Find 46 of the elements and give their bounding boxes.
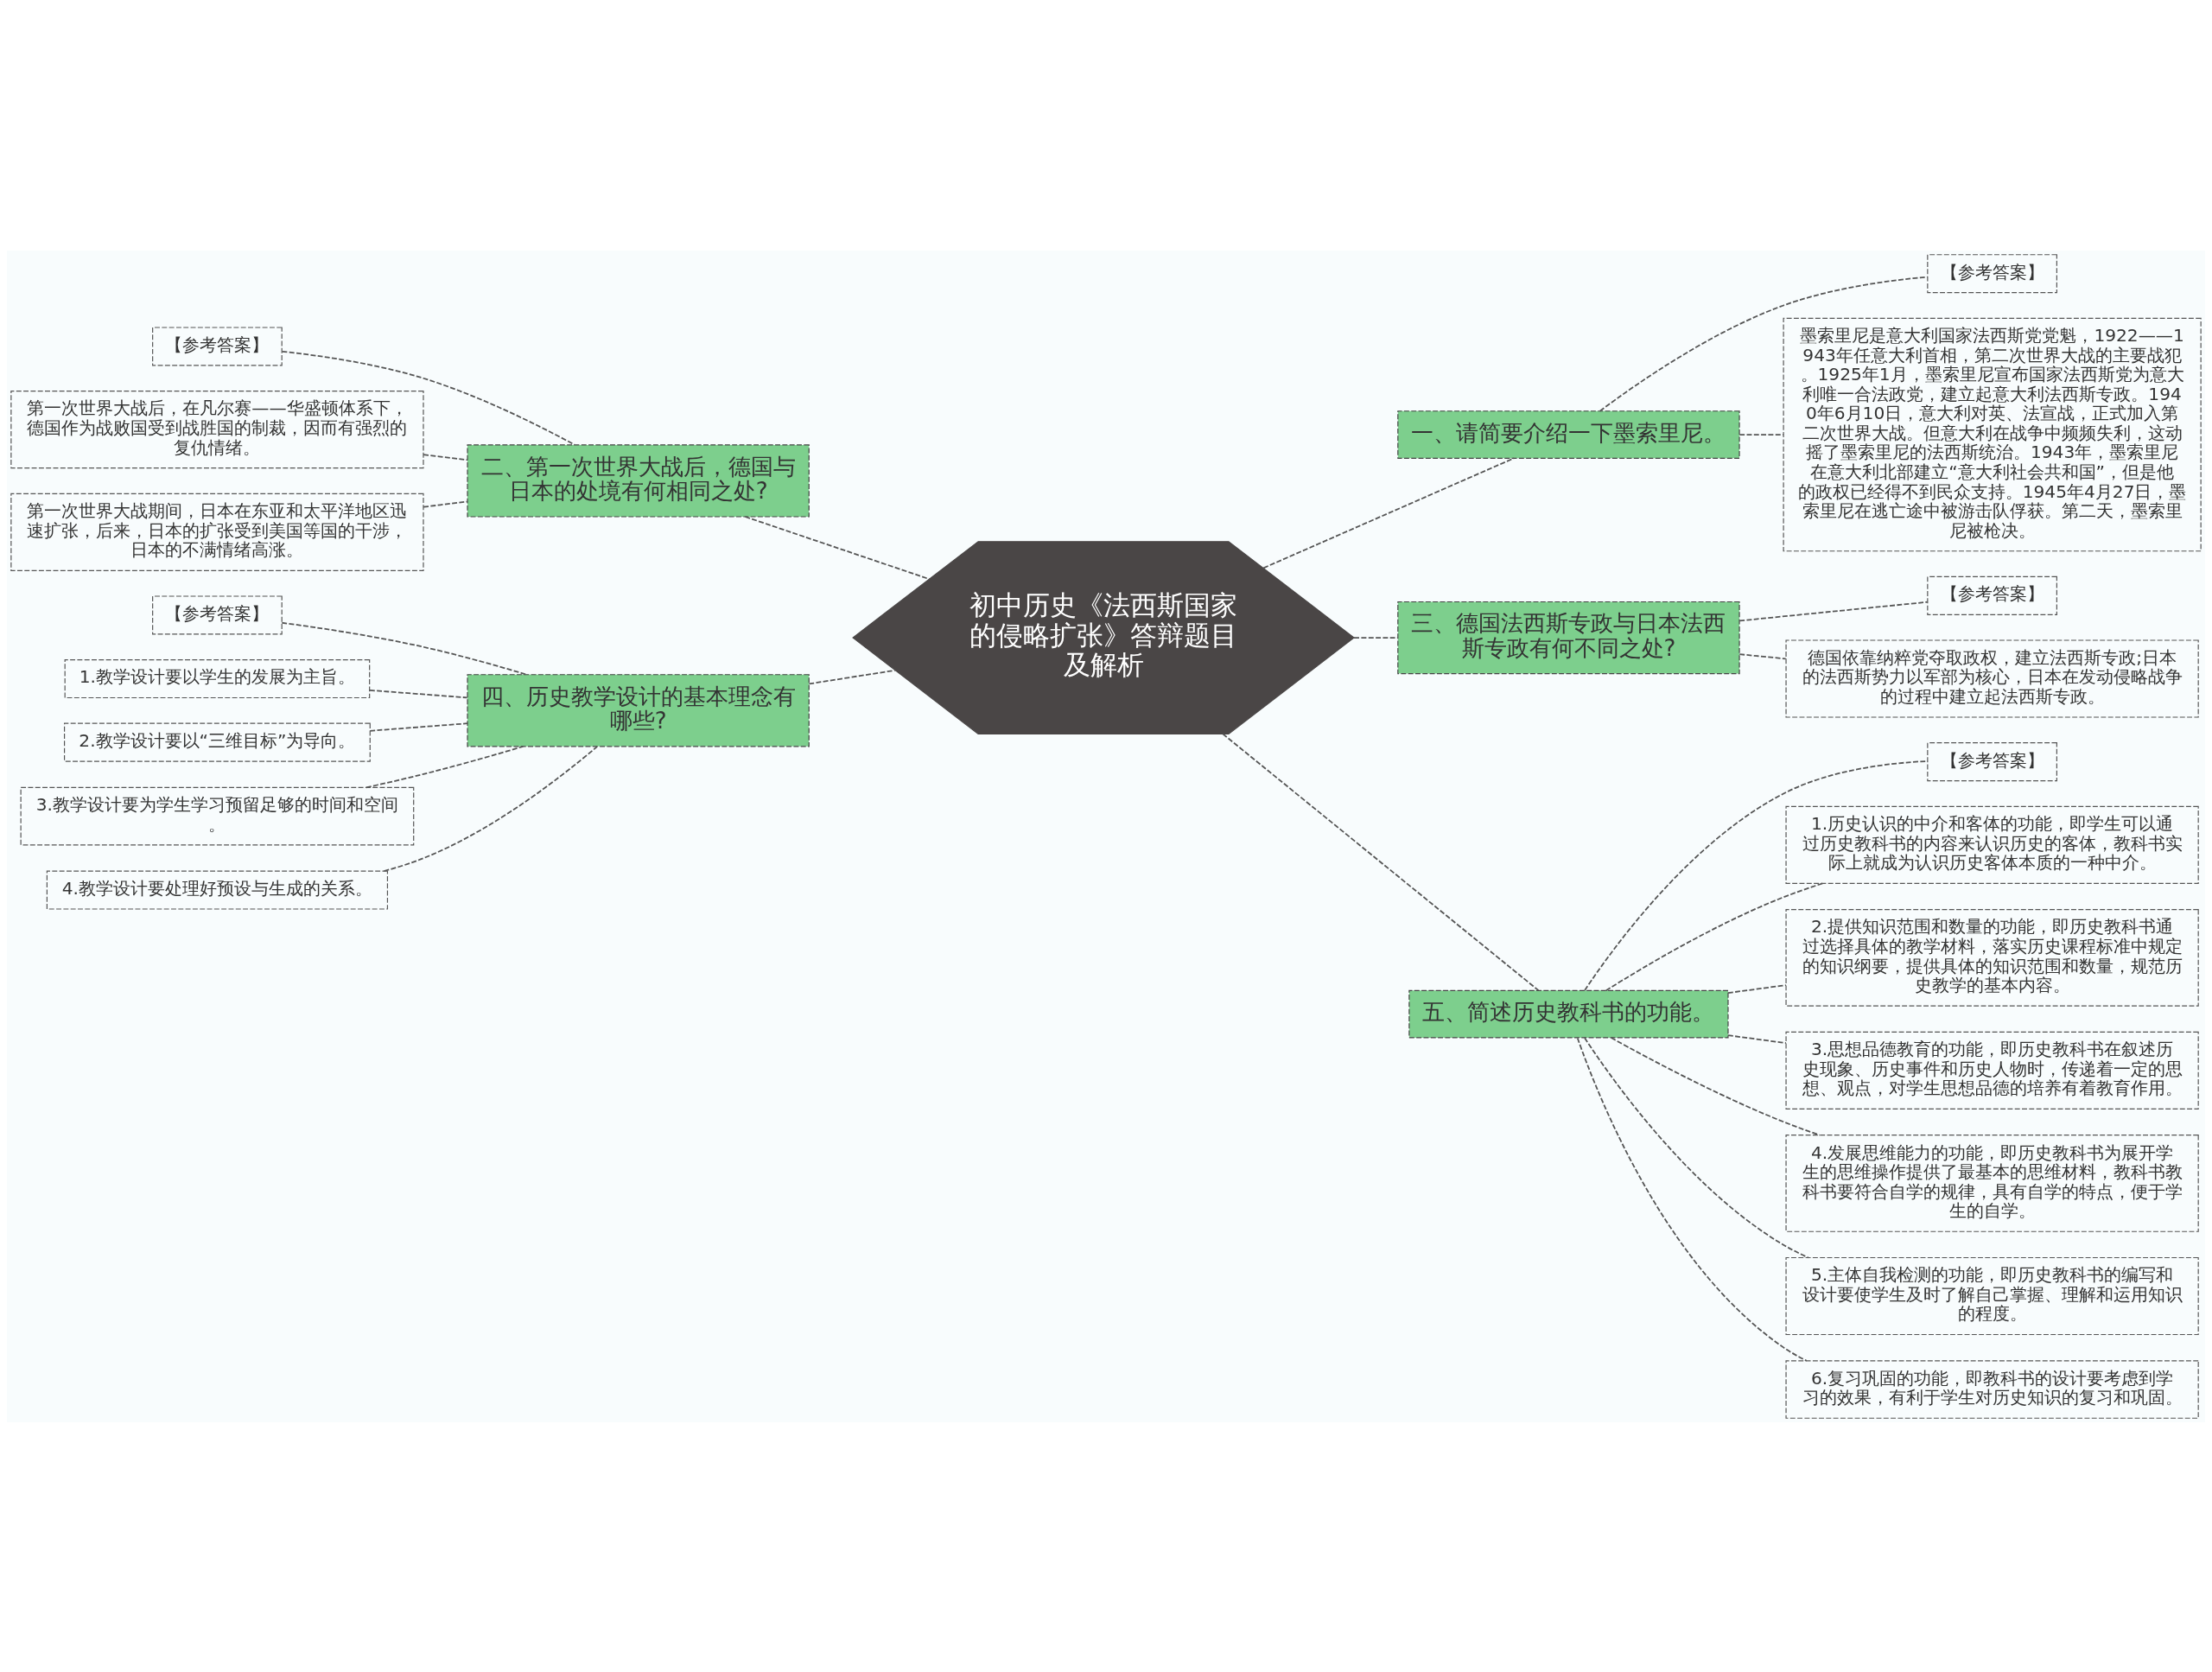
connector <box>423 500 468 508</box>
node-box: 3.教学设计要为学生学习预留足够的时间和空间。 <box>20 786 415 845</box>
connector <box>1584 1036 1809 1258</box>
node-box: 三、德国法西斯专政与日本法西斯专政有何不同之处? <box>1397 601 1740 674</box>
node-box: 第一次世界大战期间，日本在东亚和太平洋地区迅速扩张，后来，日本的扩张受到美国等国的干涉，日本的不满情绪高涨。 <box>10 493 424 571</box>
node-box: 一、请简要介绍一下墨索里尼。 <box>1397 410 1740 459</box>
connector <box>808 669 896 684</box>
connector <box>1727 1033 1787 1044</box>
node-box: 【参考答案】 <box>152 326 283 366</box>
connector <box>1576 1037 1808 1362</box>
node-box: 2.教学设计要以“三维目标”为导向。 <box>64 722 371 762</box>
connector <box>423 453 468 461</box>
node-box: 二、第一次世界大战后，德国与日本的处境有何相同之处? <box>467 443 810 518</box>
node-box: 2.提供知识范围和数量的功能，即历史教科书通过选择具体的教学材料，落实历史课程标准中规定的知识纲要，提供具体的知识范围和数量，规范历史教学的基本内容。 <box>1785 908 2199 1007</box>
node-box: 第一次世界大战后，在凡尔赛——华盛顿体系下，德国作为战败国受到战胜国的制裁，因而有强烈的复仇情绪。 <box>10 390 424 468</box>
node-box: 1.历史认识的中介和客体的功能，即学生可以通过历史教科书的内容来认识历史的客体，教科书实际上就成为认识历史客体本质的一种中介。 <box>1785 805 2199 884</box>
connector <box>383 745 598 872</box>
connector <box>1738 652 1787 659</box>
connector <box>281 350 575 446</box>
node-box: 【参考答案】 <box>1927 253 2057 293</box>
node-box: 4.教学设计要处理好预设与生成的关系。 <box>46 869 389 910</box>
connector <box>1353 636 1399 639</box>
connector <box>369 722 468 732</box>
node-box: 墨索里尼是意大利国家法西斯党党魁，1922——1943年任意大利首相，第二次世界大战的主要战犯。1925年1月，墨索里尼宣布国家法西斯党为意大利唯一合法政党，建立起意大利法西斯专政。1940年6月10日，意大利对英、法宣战，正式加入第二次世界大战。但意大利在战争中频频失利，这动摇了墨索里尼的法西斯统治。1943年，墨索里尼在意大利北部建立“意大利社会共和国”，但是他的政权已经得不到民众支持。1945年4月27日，墨索里尼在逃亡途中被游击队俘获。第二天，墨索里尼被枪决。 <box>1783 317 2202 551</box>
connector <box>365 745 524 788</box>
node-box: 四、历史教学设计的基本理念有哪些? <box>467 673 810 747</box>
connector <box>744 515 931 580</box>
connector <box>281 621 528 676</box>
node-box: 五、简述历史教科书的功能。 <box>1408 989 1729 1038</box>
node-box: 4.发展思维能力的功能，即历史教科书为展开学生的思维操作提供了最基本的思维材料，教科书教科书要符合自学的规律，具有自学的特点，便于学生的自学。 <box>1785 1134 2199 1232</box>
node-box: 5.主体自我检测的功能，即历史教科书的编写和设计要使学生及时了解自己掌握、理解和运用知识的程度。 <box>1785 1256 2199 1335</box>
node-box: 【参考答案】 <box>152 594 283 634</box>
connector <box>369 689 468 698</box>
node-box: 1.教学设计要以学生的发展为主旨。 <box>64 658 371 698</box>
node-box: 6.复习巩固的功能，即教科书的设计要考虑到学习的效果，有利于学生对历史知识的复习和巩固。 <box>1785 1359 2199 1419</box>
connector <box>1738 433 1784 435</box>
connector <box>1738 601 1929 621</box>
node-box: 【参考答案】 <box>1927 741 2057 781</box>
node-box: 3.思想品德教育的功能，即历史教科书在叙述历史现象、历史事件和历史人物时，传递着一定的思想、观点，对学生思想品德的培养有着教育作用。 <box>1785 1031 2199 1109</box>
node-box: 德国依靠纳粹党夺取政权，建立法西斯专政;日本的法西斯势力以军部为核心，日本在发动侵略战争的过程中建立起法西斯专政。 <box>1785 639 2199 718</box>
node-box: 【参考答案】 <box>1927 575 2057 615</box>
connector <box>1599 276 1929 412</box>
connector <box>1727 983 1787 994</box>
connector <box>1262 456 1515 569</box>
connector <box>1222 733 1540 991</box>
connector <box>1584 760 1929 991</box>
